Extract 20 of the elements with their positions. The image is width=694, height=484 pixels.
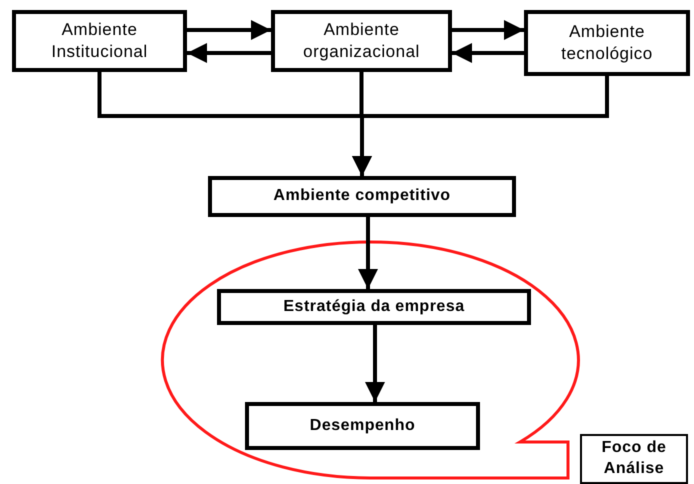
node-label: Ambiente tecnológico [560,20,654,65]
arrow [452,43,524,63]
node-label: Ambiente competitivo [273,186,451,206]
process-box [524,10,690,76]
node-label: Desempenho [310,416,416,436]
process-box [12,10,187,72]
arrow [365,325,385,402]
process-box [208,176,516,217]
arrow [358,217,378,289]
node-label: Foco de Análise [600,438,668,479]
arrow [187,43,271,63]
process-box [271,10,452,72]
arrow [452,20,524,40]
node-label: Estratégia da empresa [283,296,465,317]
arrow [187,20,271,40]
process-box [217,289,531,325]
node-label: Ambiente organizacional [302,18,421,63]
node-label: Ambiente Institucional [50,18,149,63]
process-box [245,402,480,450]
process-box [580,434,688,484]
